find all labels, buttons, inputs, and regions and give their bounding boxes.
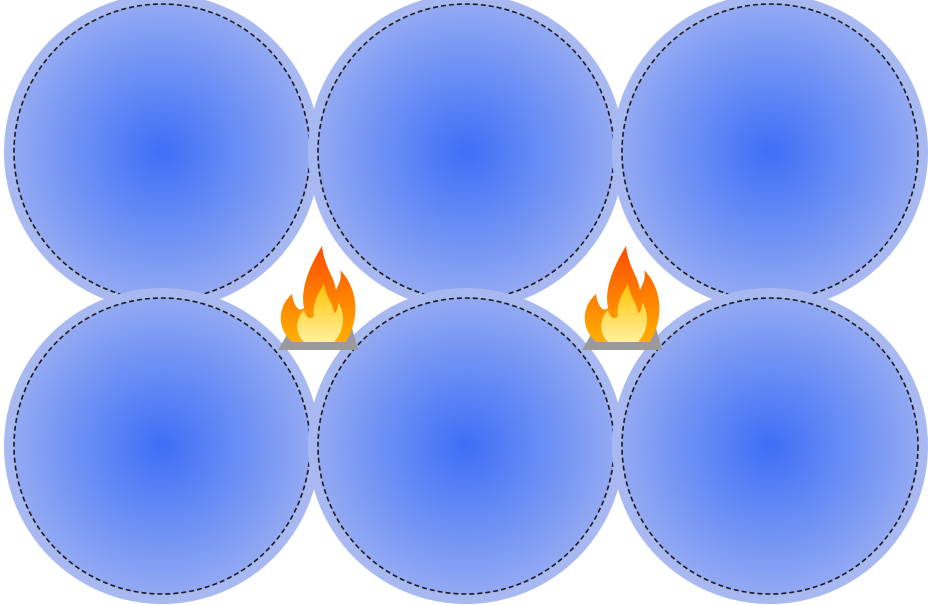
circle-body [622,4,918,300]
flame-icon [278,246,358,350]
circle-body [622,298,918,594]
circle-body [14,298,310,594]
flame-icon [582,246,662,350]
circle-2-1 [4,288,320,604]
circle-1-2 [308,0,624,310]
circle-2-2 [308,288,624,604]
circles-layer [4,0,928,604]
circle-body [14,4,310,300]
circle-1-1 [4,0,320,310]
circle-body [318,298,614,594]
circle-1-3 [612,0,928,310]
circle-body [318,4,614,300]
circle-2-3 [612,288,928,604]
